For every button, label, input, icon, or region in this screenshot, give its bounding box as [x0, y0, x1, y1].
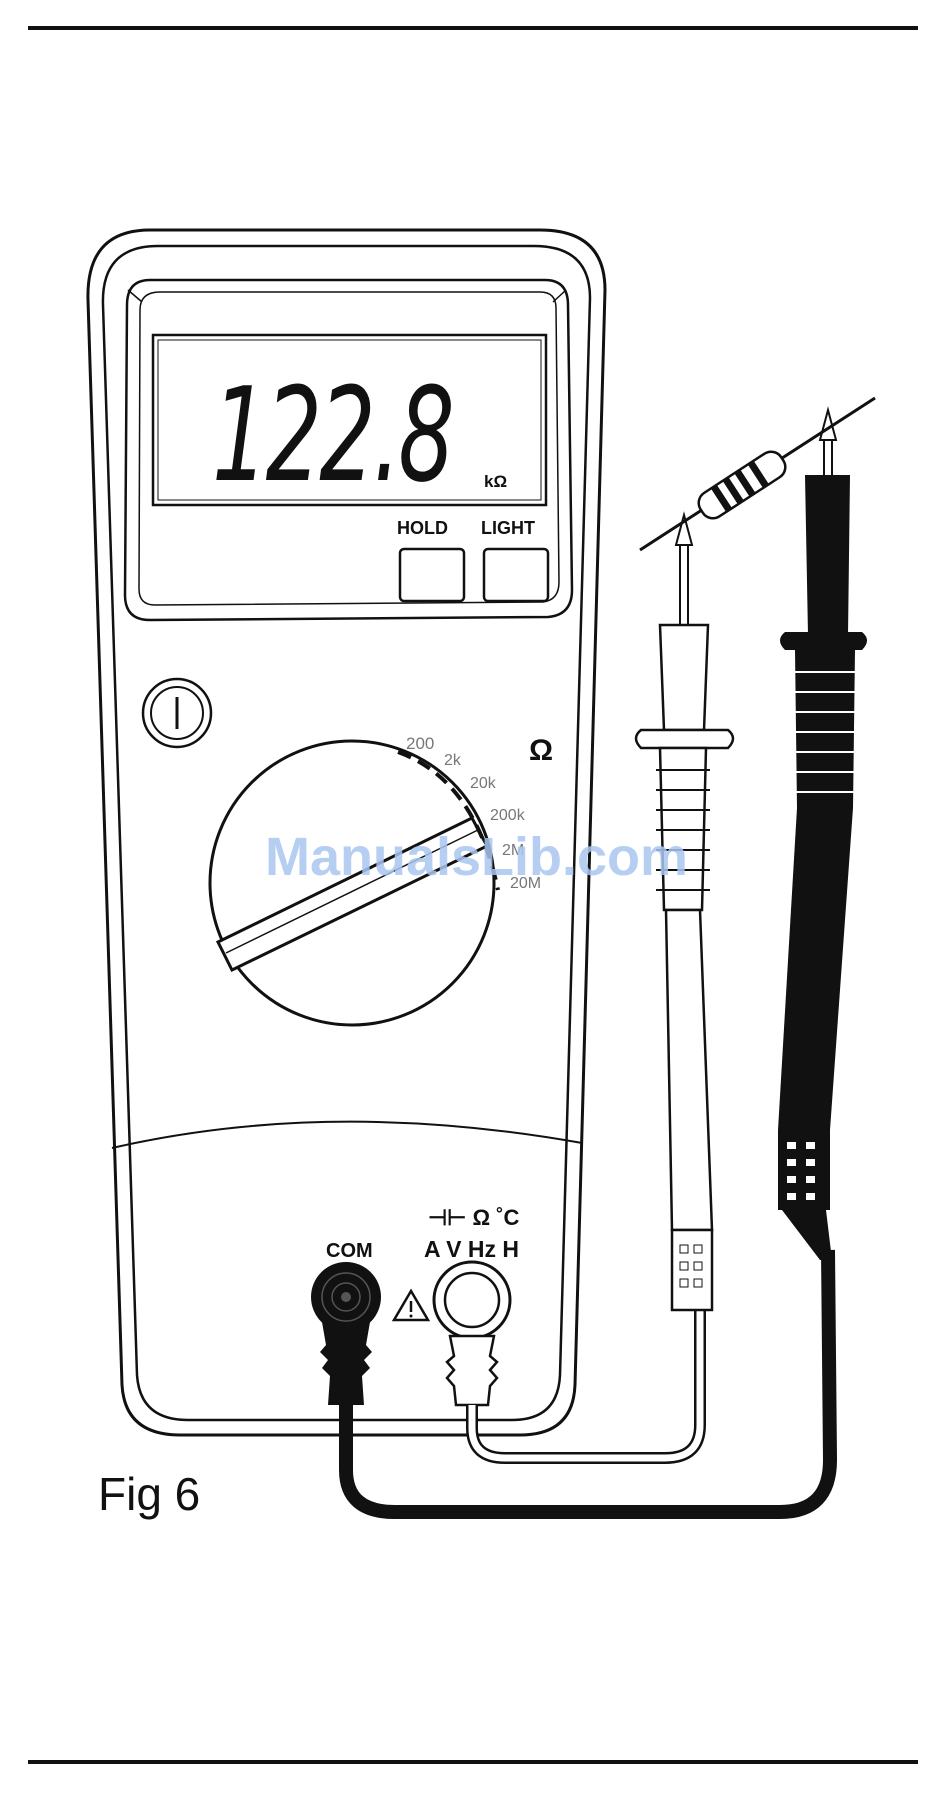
black-cable — [346, 1250, 830, 1512]
light-label: LIGHT — [481, 518, 535, 538]
com-label: COM — [326, 1240, 373, 1262]
lower-panel-line — [112, 1122, 582, 1148]
range-label-200: 200 — [406, 734, 434, 753]
black-probe[interactable] — [778, 410, 867, 1260]
input-label-line2: A V Hz H — [424, 1236, 519, 1262]
range-label-200k: 200k — [490, 807, 526, 824]
range-label-20k: 20k — [470, 775, 497, 792]
lcd-reading: 122.8 — [212, 359, 452, 511]
input-plug — [447, 1336, 497, 1405]
resistor — [694, 447, 790, 523]
light-button[interactable] — [484, 549, 548, 601]
hold-button[interactable] — [400, 549, 464, 601]
bottom-rule — [28, 1760, 918, 1764]
input-label-line1: ⊣⊢ Ω ˚C — [428, 1205, 520, 1230]
watermark: ManualsLib.com — [265, 827, 688, 887]
hold-label: HOLD — [397, 518, 448, 538]
lcd-unit: kΩ — [484, 472, 507, 491]
red-probe[interactable] — [636, 515, 733, 1310]
range-label-2k: 2k — [444, 752, 462, 769]
function-symbol: Ω — [529, 734, 553, 767]
figure-caption: Fig 6 — [98, 1468, 200, 1520]
com-plug — [320, 1322, 372, 1405]
